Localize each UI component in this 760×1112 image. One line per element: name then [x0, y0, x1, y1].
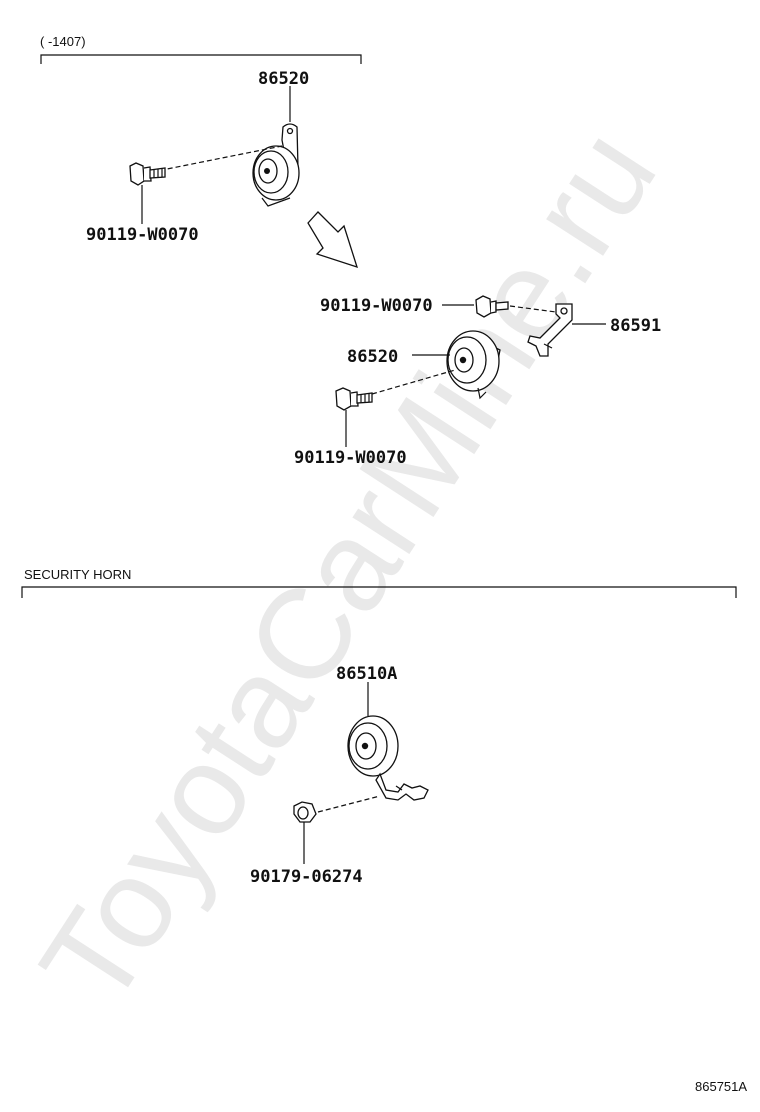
range-label: ( -1407) [40, 34, 86, 49]
part-number-bolt-bracket: 90119-W0070 [320, 296, 433, 316]
horn-mid-assembly [335, 295, 606, 447]
group-title-security-horn: SECURITY HORN [24, 567, 131, 582]
bolt-top-icon [129, 162, 166, 186]
bracket-icon [527, 303, 573, 357]
security-horn-assembly [293, 682, 429, 864]
bolt-mid-icon [335, 387, 373, 411]
horn-top-assembly [129, 86, 300, 224]
part-number-bracket: 86591 [610, 316, 661, 336]
nut-security-icon [293, 801, 317, 823]
part-number-nut-security: 90179-06274 [250, 867, 363, 887]
part-number-horn-top: 86520 [258, 69, 309, 89]
part-number-bolt-top: 90119-W0070 [86, 225, 199, 245]
part-number-security-horn: 86510A [336, 664, 397, 684]
bolt-bracket-icon [475, 295, 509, 318]
diagram-id: 865751A [695, 1079, 747, 1094]
part-number-horn-mid: 86520 [347, 347, 398, 367]
part-number-bolt-mid: 90119-W0070 [294, 448, 407, 468]
group-top-bracket: ( -1407) [40, 34, 362, 64]
arrow-down-right-icon [307, 211, 359, 269]
group-bottom-bracket: SECURITY HORN [21, 567, 737, 598]
